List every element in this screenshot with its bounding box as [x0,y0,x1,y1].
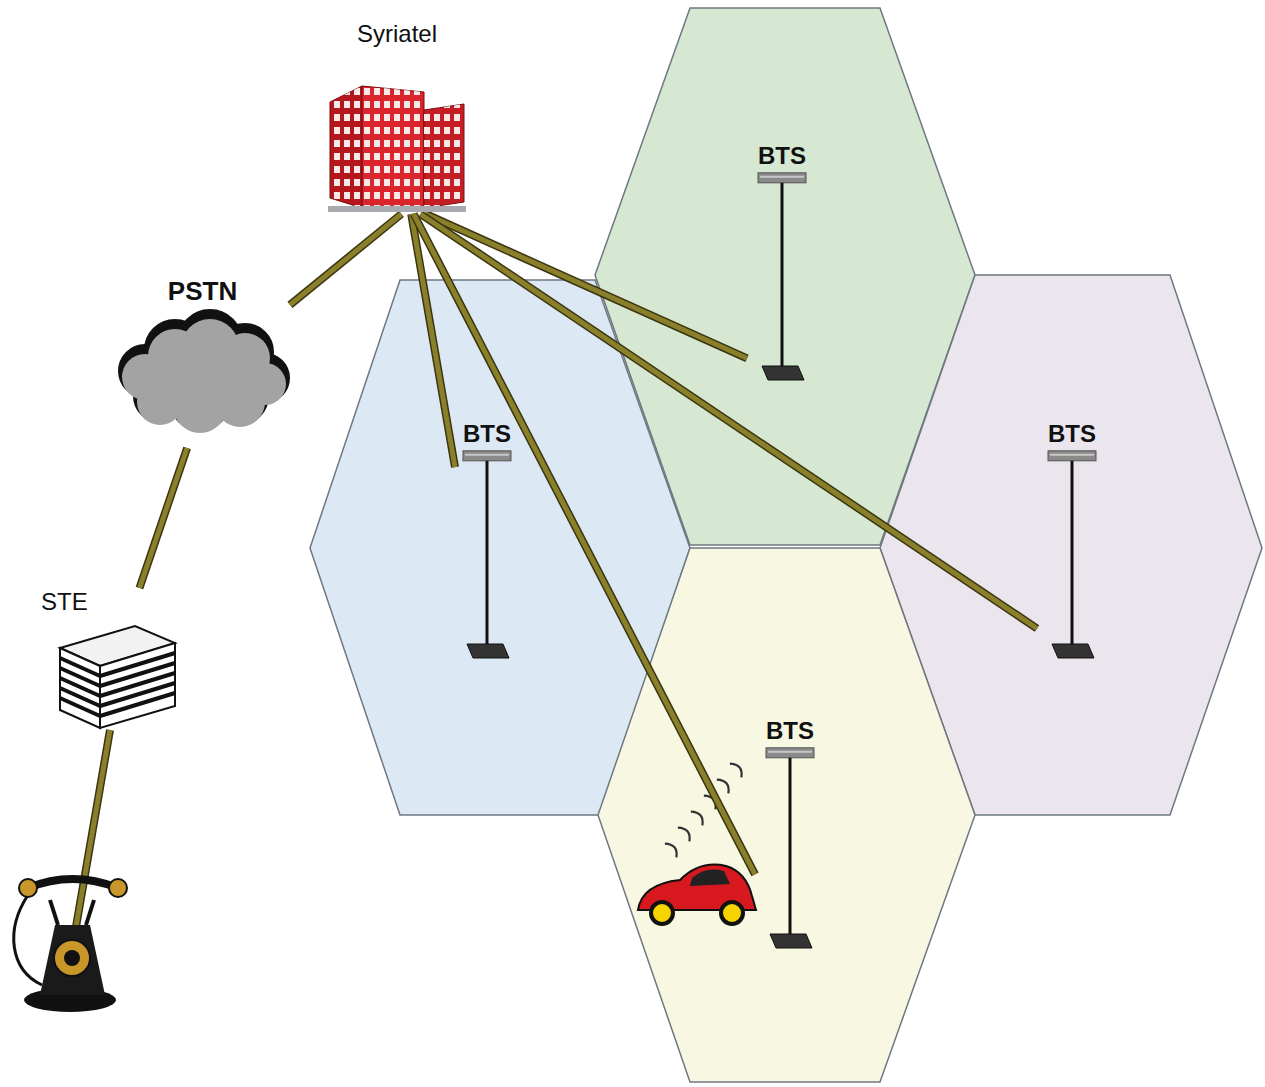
node-illustration [755,717,825,952]
car-wheel [651,902,673,924]
building-face [330,86,362,208]
building-windows [424,104,464,208]
telephone-icon [14,879,127,1012]
link-core [420,214,1037,628]
bts-base [770,934,812,948]
link-line [290,214,401,305]
ste-stripe [60,658,100,676]
car-icon [638,865,756,924]
pstn-cloud: PSTN [115,276,290,448]
ste-stripe [60,698,100,716]
building-windows [330,86,362,208]
building-face [362,86,424,208]
link-core [290,214,401,305]
bts-antenna [463,451,511,461]
ste-stripe [100,693,175,716]
bts-antenna-stripe [760,176,804,178]
icon-group [328,86,466,212]
operator-building: Syriatel [322,20,472,214]
bts-tower: BTS [1037,420,1107,662]
bts-tower: BTS [747,142,817,384]
bts-base [467,644,509,658]
bts-mast [789,758,792,938]
link-core [139,448,187,588]
ste-front [100,643,175,728]
node-label: BTS [758,142,806,171]
icon-group [60,626,175,728]
handset-end [109,879,127,897]
handset-end [19,879,37,897]
bts-tower: BTS [755,717,825,952]
building-windows [362,86,424,208]
link-outline [290,214,401,305]
phone-dial [54,940,90,976]
node-label: Syriatel [357,20,437,49]
bts-antenna-stripe [1050,454,1094,456]
phone-body [40,925,105,995]
cell-hexagon [598,548,975,1082]
link-line [414,214,755,874]
car-window [690,870,730,886]
ste-stripe [60,688,100,706]
wave-arc [665,840,680,857]
bts-antenna-stripe [768,751,812,753]
bts-base [762,366,804,380]
link-outline [139,448,187,588]
bts-antenna [1048,451,1096,461]
node-label: BTS [463,420,511,449]
exchange-building: STE [35,588,180,730]
node-illustration [455,420,519,662]
node-illustration [747,142,817,384]
icon-group [766,748,814,948]
icon-group [758,173,806,380]
node-label: PSTN [168,276,237,307]
bts-antenna [766,748,814,758]
cloud-fill [171,346,239,414]
node-label: BTS [766,717,814,746]
phone-dial-center [64,950,80,966]
icon-group [463,451,511,658]
phone-cord [14,895,42,985]
building-base [328,206,466,212]
wave-arc [717,776,732,793]
bts-tower: BTS [455,420,519,662]
link-core [414,214,755,874]
icon-group [121,312,287,433]
icon-group [1048,451,1096,658]
bts-mast [1071,461,1074,648]
building-face [424,104,464,208]
ste-stripe [60,678,100,696]
phone-wire [72,730,110,950]
bts-antenna-stripe [465,454,509,456]
car-wheel [721,902,743,924]
wave-arc [691,808,706,825]
link-outline [414,214,755,874]
phone-cradle [50,900,94,925]
bts-antenna [758,173,806,183]
ste-stripe [60,668,100,686]
link-outline [420,214,1037,628]
node-label: BTS [1048,420,1096,449]
node-label: STE [41,588,88,617]
wire-outline [72,730,110,950]
ste-side [60,648,100,728]
bts-base [1052,644,1094,658]
node-illustration [322,20,472,214]
bts-mast [781,183,784,370]
wave-arc [730,760,745,777]
phone-handset [28,879,118,888]
node-illustration [1037,420,1107,662]
wave-arc [678,824,693,841]
cell-hexagons [310,8,1262,1082]
bts-mast [486,461,489,648]
wire-core [72,730,110,950]
link-line [420,214,1037,628]
link-line [139,448,187,588]
